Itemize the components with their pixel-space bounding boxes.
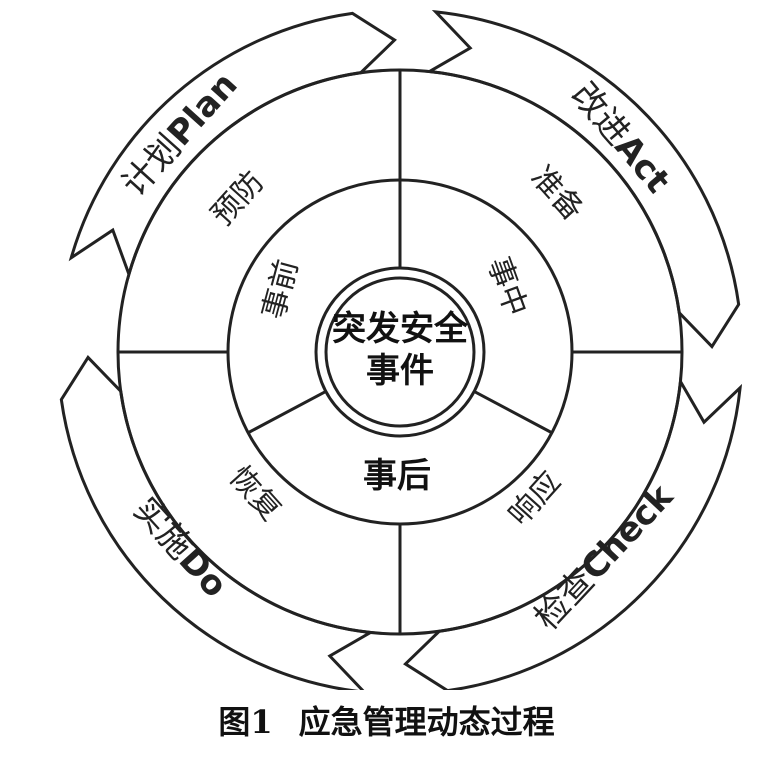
band-do bbox=[59, 355, 376, 695]
figure-title: 应急管理动态过程 bbox=[298, 703, 555, 741]
middle-label-recover: 恢复 bbox=[222, 460, 288, 528]
inner-label-after: 事后 bbox=[363, 456, 431, 496]
middle-label-prevent: 预防 bbox=[205, 165, 271, 233]
inner-label-before: 事前 bbox=[256, 256, 305, 323]
inner-divider-lower-right bbox=[473, 390, 553, 435]
center-label-line2: 事件 bbox=[366, 351, 434, 391]
middle-label-respond: 响应 bbox=[502, 465, 568, 533]
middle-label-prepare: 准备 bbox=[524, 160, 590, 228]
figure-number: 图1 bbox=[218, 703, 273, 741]
figure-caption: 图1 应急管理动态过程 bbox=[0, 690, 773, 750]
ring-dividers bbox=[118, 70, 682, 634]
outer-label-plan: 计划Plan bbox=[114, 65, 245, 205]
cycle-diagram-svg: 突发安全 事件 事前 事中 事后 预防 准备 响应 恢复 计划Plan 改进Ac… bbox=[59, 9, 743, 695]
inner-label-during: 事中 bbox=[480, 253, 533, 321]
band-act bbox=[424, 9, 741, 349]
inner-divider-lower-left bbox=[247, 390, 327, 435]
center-label-line1: 突发安全 bbox=[332, 309, 469, 349]
center-circle-inner bbox=[324, 276, 476, 428]
pdca-arrow-bands bbox=[59, 9, 743, 695]
band-plan bbox=[68, 11, 397, 280]
band-check bbox=[403, 376, 743, 693]
